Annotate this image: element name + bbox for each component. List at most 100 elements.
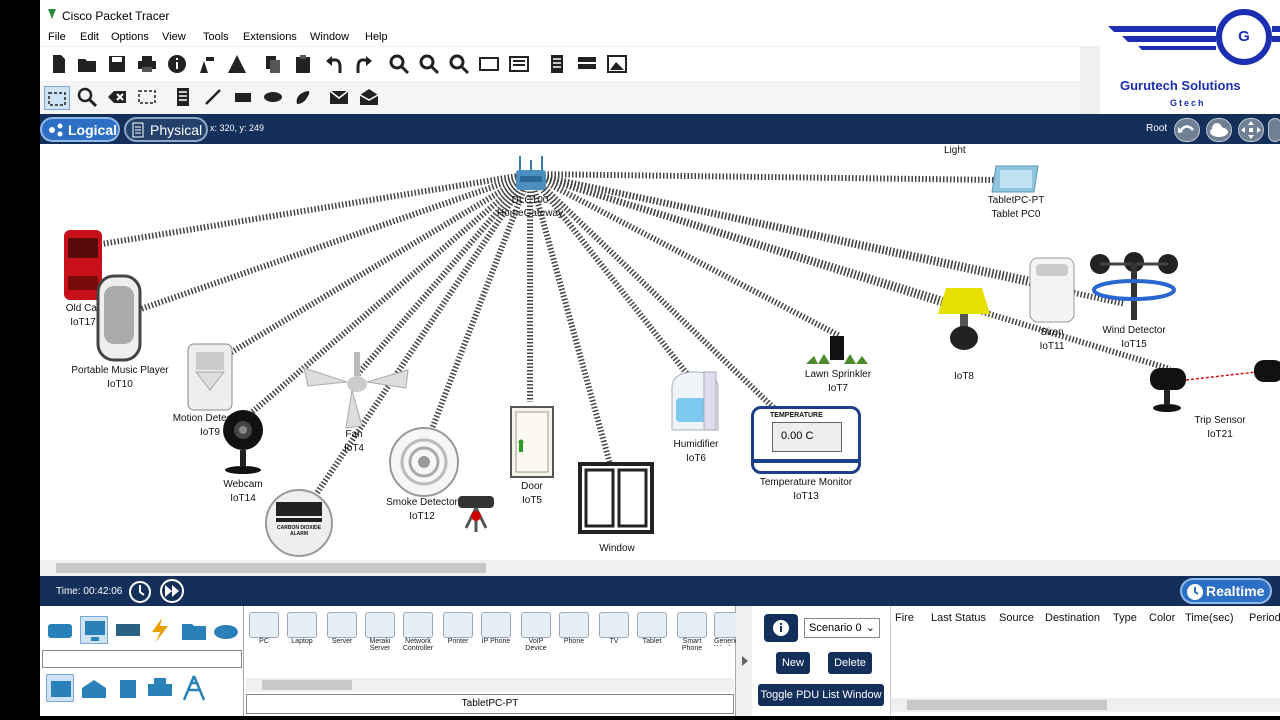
pdu-scrollbar[interactable]	[891, 698, 1280, 712]
redo-icon[interactable]	[352, 53, 374, 75]
network-devices-category-icon[interactable]	[46, 618, 74, 642]
device-search-field[interactable]	[42, 650, 242, 668]
end-devices-category-icon[interactable]	[80, 616, 108, 644]
fire-sprinkler-icon[interactable]	[454, 494, 498, 534]
scrollbar-thumb[interactable]	[56, 563, 486, 573]
pdu-info-button[interactable]	[764, 614, 798, 642]
resize-icon[interactable]	[136, 86, 158, 108]
palette-scrollbar-thumb[interactable]	[262, 680, 352, 690]
tab-logical[interactable]: Logical	[40, 117, 120, 142]
music-player-icon[interactable]	[96, 274, 142, 362]
motion-detector-icon[interactable]	[186, 342, 234, 412]
new-scenario-button[interactable]: New	[776, 652, 810, 674]
simple-pdu-icon[interactable]	[328, 86, 350, 108]
palette-server[interactable]: Server	[326, 612, 358, 646]
freeform-icon[interactable]	[292, 86, 314, 108]
tablet-icon[interactable]	[990, 164, 1042, 196]
scenario-select[interactable]: Scenario 0⌄	[804, 618, 880, 638]
palette-tv[interactable]: TV	[598, 612, 630, 646]
menu-tools[interactable]: Tools	[203, 31, 229, 43]
industrial-subcategory-icon[interactable]	[114, 676, 142, 700]
menu-help[interactable]: Help	[365, 31, 388, 43]
light-icon[interactable]	[936, 286, 992, 356]
palette-meraki-server[interactable]: Meraki Server	[364, 612, 396, 652]
info-icon[interactable]	[166, 53, 188, 75]
siren-icon[interactable]	[1028, 256, 1076, 324]
zoom-out-icon[interactable]	[448, 53, 470, 75]
activity-wizard-icon[interactable]	[196, 53, 218, 75]
zoom-in-icon[interactable]	[388, 53, 410, 75]
menu-options[interactable]: Options	[111, 31, 149, 43]
old-car-icon[interactable]	[62, 228, 104, 302]
misc-category-icon[interactable]	[180, 618, 208, 642]
delete-icon[interactable]	[106, 86, 128, 108]
print-icon[interactable]	[136, 53, 158, 75]
complex-pdu-icon[interactable]	[358, 86, 380, 108]
save-icon[interactable]	[106, 53, 128, 75]
wind-detector-icon[interactable]	[1086, 252, 1182, 324]
tab-physical[interactable]: Physical	[124, 117, 208, 142]
drawing-palette-icon[interactable]	[478, 53, 500, 75]
webcam-icon[interactable]	[220, 406, 266, 476]
menu-extensions[interactable]: Extensions	[243, 31, 297, 43]
palette-phone[interactable]: Phone	[558, 612, 590, 646]
palette-network-controller[interactable]: Network Controller	[402, 612, 434, 652]
draw-ellipse-icon[interactable]	[262, 86, 284, 108]
move-object-button[interactable]	[1238, 118, 1264, 142]
palette-ip-phone[interactable]: IP Phone	[480, 612, 512, 646]
window-icon[interactable]	[578, 462, 654, 534]
connections-category-icon[interactable]	[146, 616, 174, 644]
palette-voip-device[interactable]: VoIP Device	[520, 612, 552, 652]
co2-alarm-icon[interactable]	[264, 488, 334, 558]
trip-sensor-icon[interactable]	[1148, 358, 1280, 414]
toggle-pdu-list-button[interactable]: Toggle PDU List Window	[758, 684, 884, 706]
smart-city-subcategory-icon[interactable]	[80, 676, 108, 700]
image-icon[interactable]	[606, 53, 628, 75]
notes-icon[interactable]	[546, 53, 568, 75]
home-gateway-icon[interactable]	[512, 152, 550, 192]
temperature-monitor-icon[interactable]: TEMPERATURE 0.00 C	[751, 406, 861, 474]
custom-devices-icon[interactable]	[508, 53, 530, 75]
copy-icon[interactable]	[262, 53, 284, 75]
draw-line-icon[interactable]	[202, 86, 224, 108]
palette-generic-wireless[interactable]: Generic Wireless	[714, 612, 736, 646]
palette-scrollbar[interactable]	[246, 678, 734, 692]
door-icon[interactable]	[510, 406, 554, 478]
palette-laptop[interactable]: Laptop	[286, 612, 318, 646]
activity-icon[interactable]	[226, 53, 248, 75]
palette-smart-phone[interactable]: Smart Phone	[676, 612, 708, 652]
humidifier-icon[interactable]	[666, 368, 724, 436]
palette-printer[interactable]: Printer	[442, 612, 474, 646]
zoom-reset-icon[interactable]	[418, 53, 440, 75]
components-category-icon[interactable]	[114, 618, 142, 642]
menu-file[interactable]: File	[48, 31, 66, 43]
open-icon[interactable]	[76, 53, 98, 75]
logical-workspace[interactable]: DLC100 HomeGateway TabletPC-PT Tablet PC…	[40, 144, 1280, 560]
menu-view[interactable]: View	[162, 31, 186, 43]
multiuser-category-icon[interactable]	[212, 618, 240, 642]
home-subcategory-icon[interactable]	[46, 674, 74, 702]
fan-icon[interactable]	[302, 350, 412, 430]
lawn-sprinkler-icon[interactable]	[804, 334, 870, 366]
cluster-icon[interactable]	[576, 53, 598, 75]
new-icon[interactable]	[48, 53, 70, 75]
palette-tablet[interactable]: Tablet	[636, 612, 668, 646]
power-grid-subcategory-icon[interactable]	[146, 676, 174, 700]
collapse-arrow-icon[interactable]	[740, 654, 750, 668]
undo-icon[interactable]	[324, 53, 346, 75]
smoke-detector-icon[interactable]	[388, 426, 460, 498]
power-cycle-icon[interactable]	[128, 580, 152, 604]
draw-rectangle-icon[interactable]	[232, 86, 254, 108]
delete-scenario-button[interactable]: Delete	[828, 652, 872, 674]
menu-window[interactable]: Window	[310, 31, 350, 43]
realtime-mode-button[interactable]: Realtime	[1180, 578, 1272, 604]
palette-pc[interactable]: PC	[248, 612, 280, 646]
paste-icon[interactable]	[292, 53, 314, 75]
tower-subcategory-icon[interactable]	[180, 674, 208, 702]
pdu-scrollbar-thumb[interactable]	[907, 700, 1107, 710]
inspect-icon[interactable]	[76, 86, 98, 108]
place-note-icon[interactable]	[172, 86, 194, 108]
fast-forward-icon[interactable]	[158, 579, 186, 603]
menu-edit[interactable]: Edit	[80, 31, 99, 43]
back-button[interactable]	[1174, 118, 1200, 142]
